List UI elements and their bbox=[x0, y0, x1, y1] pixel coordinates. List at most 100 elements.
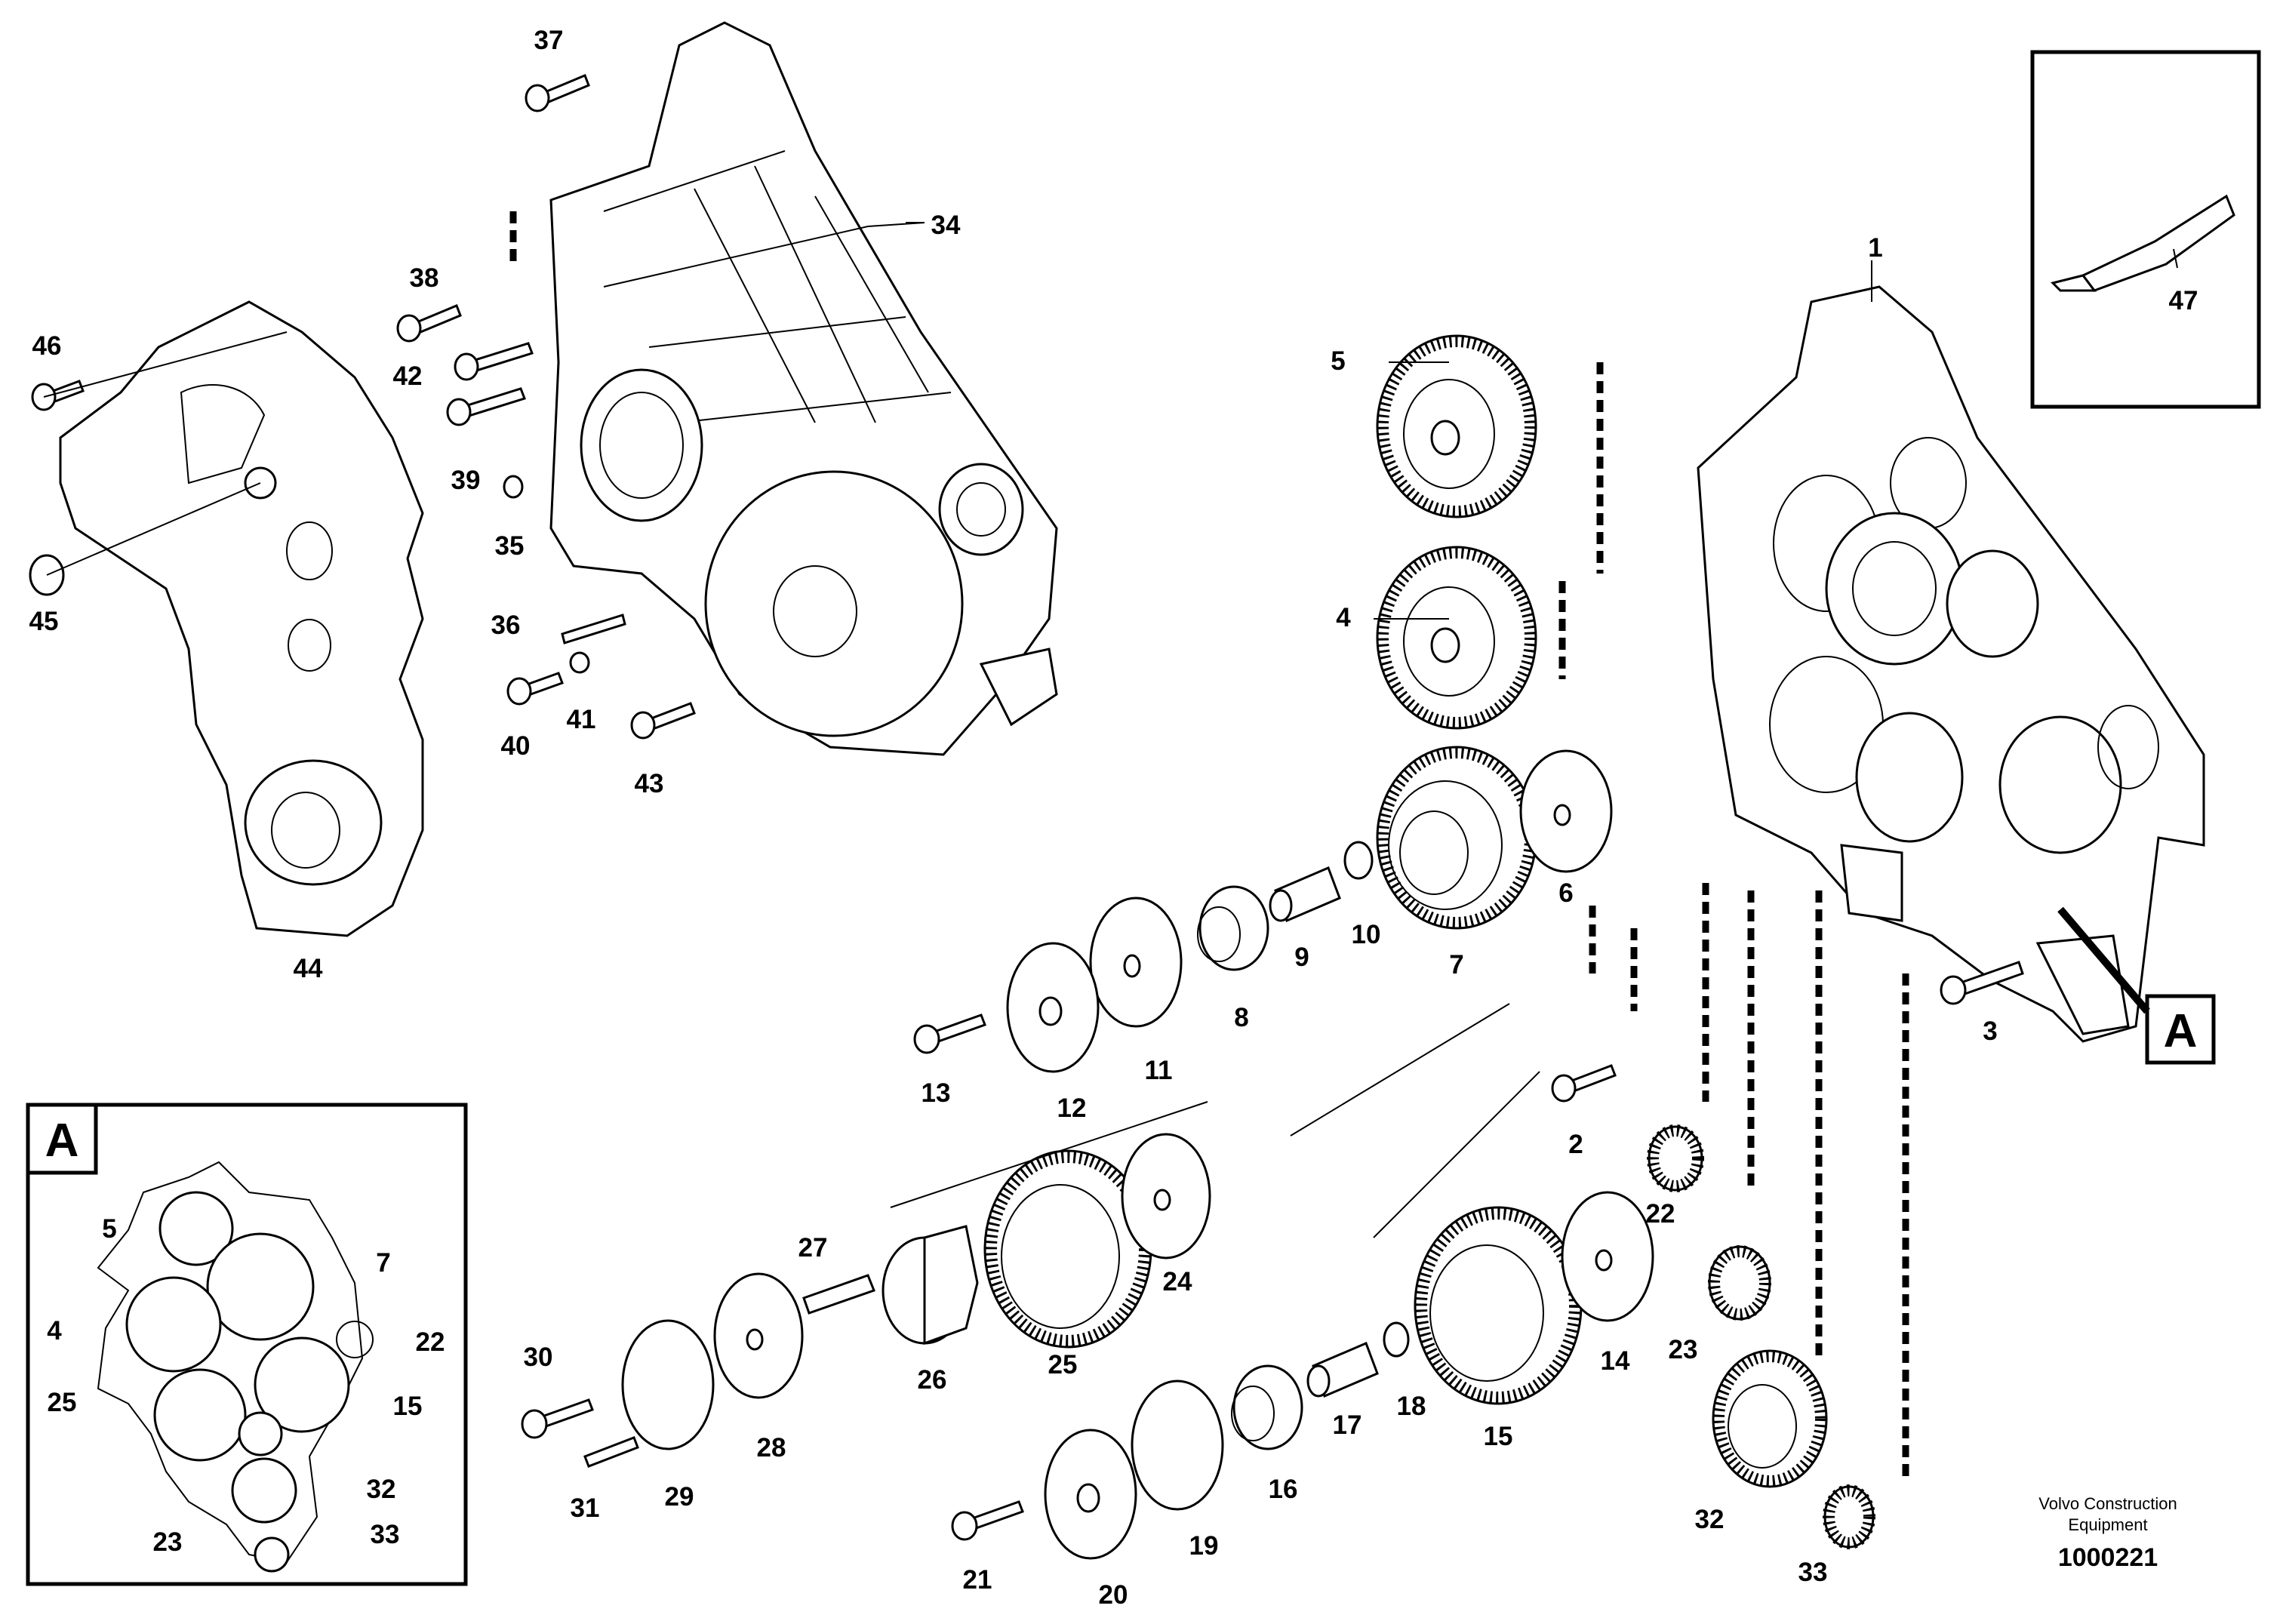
detail-label-33: 33 bbox=[371, 1520, 400, 1549]
timing-gear-housing-1 bbox=[1697, 285, 2205, 1043]
detail-label-7: 7 bbox=[376, 1248, 390, 1278]
gear-15 bbox=[1414, 1206, 1583, 1405]
label-33: 33 bbox=[1798, 1558, 1828, 1587]
bolt-27 bbox=[802, 1274, 875, 1315]
gear-23 bbox=[1708, 1245, 1771, 1321]
label-16: 16 bbox=[1269, 1475, 1298, 1504]
label-12: 12 bbox=[1057, 1093, 1087, 1123]
detail-label-32: 32 bbox=[367, 1475, 396, 1504]
label-17: 17 bbox=[1333, 1410, 1362, 1440]
label-46: 46 bbox=[32, 331, 62, 361]
label-6: 6 bbox=[1558, 878, 1573, 908]
bushing-17 bbox=[1306, 1342, 1379, 1398]
label-18: 18 bbox=[1397, 1392, 1426, 1421]
leader-lines bbox=[43, 222, 1872, 1238]
detail-labels: 5 7 4 22 25 15 32 23 33 bbox=[47, 1214, 445, 1557]
label-29: 29 bbox=[665, 1482, 694, 1512]
label-15: 15 bbox=[1484, 1422, 1513, 1451]
label-4: 4 bbox=[1336, 603, 1351, 632]
label-10: 10 bbox=[1352, 920, 1381, 949]
document-number: 1000221 bbox=[2058, 1543, 2158, 1572]
detail-label-25: 25 bbox=[48, 1388, 77, 1417]
label-28: 28 bbox=[757, 1433, 786, 1463]
timing-case-cover-34 bbox=[549, 21, 1058, 756]
sealant-tube-icon bbox=[2051, 194, 2235, 292]
label-13: 13 bbox=[922, 1078, 951, 1108]
hub-26 bbox=[882, 1225, 979, 1346]
gear-33 bbox=[1823, 1484, 1875, 1549]
label-36: 36 bbox=[491, 611, 521, 640]
detail-label-5: 5 bbox=[102, 1214, 116, 1244]
plate-14 bbox=[1561, 1191, 1654, 1322]
label-44: 44 bbox=[294, 954, 323, 983]
part-labels: 1 2 3 4 5 6 7 8 9 10 11 12 13 14 15 16 1… bbox=[29, 26, 2198, 1610]
gear-5 bbox=[1376, 334, 1537, 518]
label-39: 39 bbox=[451, 466, 481, 495]
label-42: 42 bbox=[393, 361, 423, 391]
plate-20 bbox=[1044, 1429, 1137, 1560]
label-22: 22 bbox=[1646, 1199, 1675, 1229]
label-23: 23 bbox=[1669, 1335, 1698, 1364]
label-9: 9 bbox=[1294, 943, 1309, 972]
detail-label-15: 15 bbox=[393, 1392, 423, 1421]
sealant-box bbox=[2030, 50, 2261, 409]
bolt-2 bbox=[1551, 1064, 1617, 1103]
plate-11 bbox=[1089, 897, 1183, 1028]
label-1: 1 bbox=[1868, 233, 1882, 263]
label-20: 20 bbox=[1099, 1580, 1128, 1610]
label-2: 2 bbox=[1568, 1130, 1583, 1159]
bolt-13 bbox=[913, 1013, 986, 1054]
label-41: 41 bbox=[567, 705, 596, 734]
label-24: 24 bbox=[1163, 1267, 1192, 1296]
callout-a-box: A bbox=[2057, 906, 2216, 1065]
screw-31 bbox=[583, 1436, 639, 1468]
plate-29 bbox=[621, 1319, 715, 1450]
hub-16 bbox=[1231, 1364, 1303, 1450]
label-37: 37 bbox=[534, 26, 564, 55]
detail-label-23: 23 bbox=[153, 1527, 183, 1557]
label-5: 5 bbox=[1331, 346, 1345, 376]
label-8: 8 bbox=[1234, 1003, 1248, 1032]
label-14: 14 bbox=[1601, 1346, 1630, 1376]
bolt-3 bbox=[1940, 961, 2024, 1005]
callout-a-letter: A bbox=[2164, 1005, 2198, 1057]
bolt-21 bbox=[951, 1500, 1024, 1541]
label-7: 7 bbox=[1449, 950, 1463, 980]
detail-view-a: A bbox=[26, 1103, 468, 1586]
label-47: 47 bbox=[2169, 286, 2198, 315]
bolt-30 bbox=[521, 1398, 594, 1439]
label-27: 27 bbox=[798, 1233, 828, 1263]
label-35: 35 bbox=[495, 531, 525, 561]
label-30: 30 bbox=[524, 1343, 553, 1372]
label-31: 31 bbox=[571, 1493, 600, 1523]
washer-18 bbox=[1383, 1321, 1410, 1358]
publisher-block: Volvo Construction Equipment 1000221 bbox=[2038, 1494, 2177, 1572]
plate-28 bbox=[713, 1272, 804, 1399]
label-34: 34 bbox=[931, 211, 961, 240]
label-38: 38 bbox=[410, 263, 439, 293]
detail-label-22: 22 bbox=[416, 1327, 445, 1357]
plate-19 bbox=[1131, 1379, 1224, 1511]
assembly-dash-lines bbox=[509, 211, 1909, 1479]
label-26: 26 bbox=[918, 1365, 947, 1395]
label-43: 43 bbox=[635, 769, 664, 798]
publisher-line-2: Equipment bbox=[2068, 1515, 2147, 1534]
bushing-9 bbox=[1269, 866, 1341, 922]
label-40: 40 bbox=[501, 731, 531, 761]
gear-22 bbox=[1647, 1124, 1704, 1192]
publisher-line-1: Volvo Construction bbox=[2038, 1494, 2177, 1513]
label-19: 19 bbox=[1189, 1531, 1219, 1561]
label-25: 25 bbox=[1048, 1350, 1078, 1379]
washer-10 bbox=[1343, 841, 1374, 880]
hub-8 bbox=[1197, 885, 1269, 971]
gear-32 bbox=[1712, 1349, 1828, 1488]
detail-label-4: 4 bbox=[47, 1316, 62, 1346]
plate-24 bbox=[1121, 1133, 1211, 1260]
label-21: 21 bbox=[963, 1565, 992, 1595]
gear-7 bbox=[1376, 746, 1537, 930]
label-3: 3 bbox=[1983, 1017, 1997, 1046]
label-32: 32 bbox=[1695, 1505, 1725, 1534]
label-11: 11 bbox=[1145, 1056, 1173, 1085]
label-45: 45 bbox=[29, 607, 59, 636]
